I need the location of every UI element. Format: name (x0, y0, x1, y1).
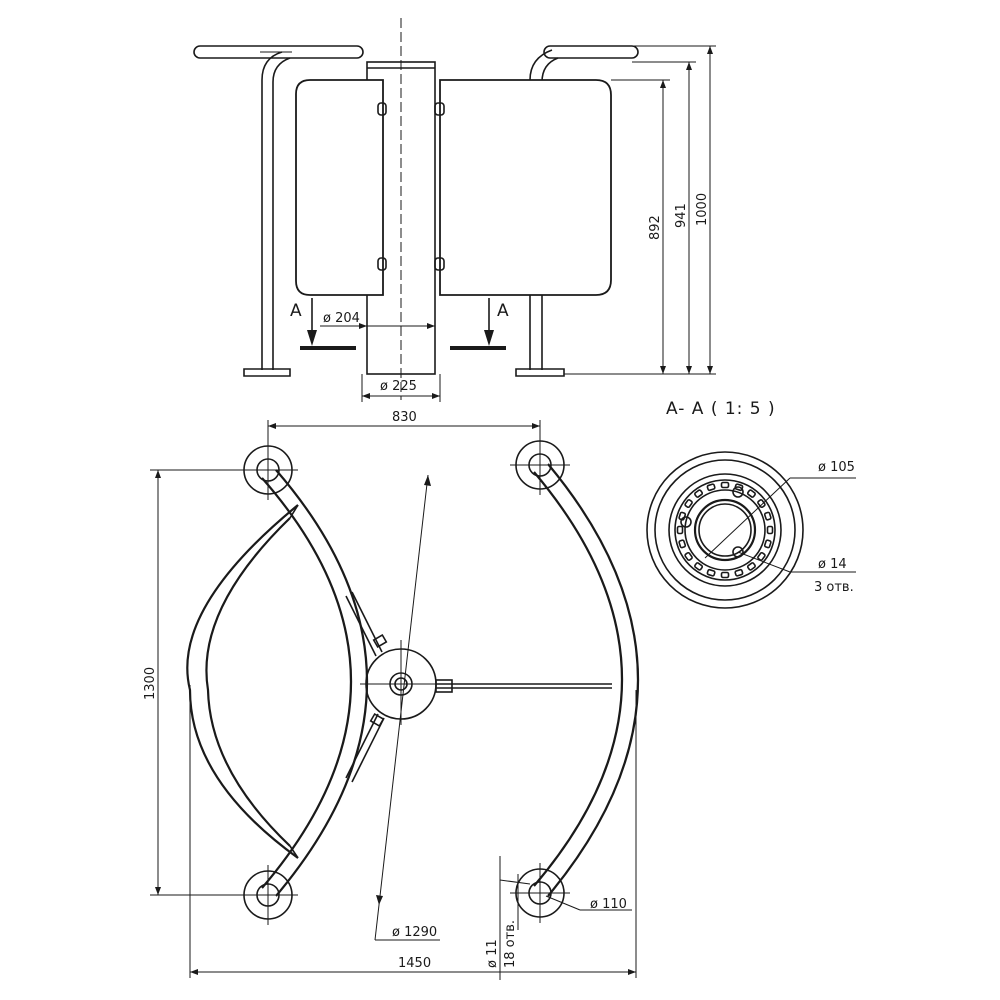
bearing-roller (706, 483, 716, 492)
section-title: A- A ( 1: 5 ) (666, 399, 776, 419)
bearing-roller (706, 568, 716, 577)
dim-label-14: ø 14 (818, 557, 847, 572)
dim-label-1290: ø 1290 (392, 925, 437, 940)
central-hub (345, 591, 612, 783)
dim-post-diameter-upper: ø 204 (320, 311, 435, 329)
bearing-roller (763, 539, 772, 549)
dim-label-1000: 1000 (695, 193, 710, 226)
bearing-roller (757, 499, 766, 509)
bearing-rollers (676, 481, 774, 579)
bolt-hole-3 (732, 546, 744, 558)
left-arc-rail (186, 469, 368, 897)
bolt-hole-1 (732, 486, 744, 498)
bearing-roller (763, 511, 772, 521)
bearing-roller (694, 489, 704, 498)
dim-depth: 1300 (143, 469, 260, 896)
dim-label-941: 941 (674, 203, 689, 228)
bearing-roller (720, 481, 730, 489)
dim-label-3-holes: 3 отв. (814, 580, 854, 595)
top-view: ø 1290 830 1300 1450 (143, 410, 639, 980)
section-view: A- A ( 1: 5 ) ø 105 ø 14 3 отв. (646, 399, 856, 609)
dim-label-1300: 1300 (143, 667, 158, 700)
bearing-roller (678, 539, 687, 549)
dim-flange-diameter: ø 110 (545, 895, 632, 912)
bearing-roller (734, 568, 744, 577)
bolt-hole-2 (680, 516, 692, 528)
dim-label-18-holes: 18 отв. (503, 920, 518, 968)
dim-post-diameter-base: ø 225 (361, 374, 441, 402)
bearing-roller (676, 525, 684, 535)
section-label-left: A (290, 301, 303, 321)
dim-heights: 892 941 1000 (564, 45, 716, 375)
bearing-roller (684, 499, 693, 509)
dim-label-830: 830 (392, 410, 417, 425)
dim-label-110: ø 110 (590, 897, 627, 912)
bearing-roller (694, 562, 704, 571)
dim-hole-callout: ø 11 18 отв. (485, 856, 531, 980)
bearing-roller (684, 551, 693, 561)
bearing-roller (746, 562, 756, 571)
bearing-roller (766, 525, 774, 535)
bearing-roller (720, 571, 730, 579)
dim-label-892: 892 (648, 215, 663, 240)
section-marker-left: A (290, 298, 356, 350)
dim-post-spacing: 830 (267, 410, 541, 460)
bearing-roller (757, 551, 766, 561)
section-label-right: A (497, 301, 510, 321)
front-view: A A ø 204 ø 225 (193, 18, 716, 402)
dim-arc-diameter: ø 1290 (374, 474, 440, 941)
left-door-panel (295, 79, 387, 296)
bearing-roller (746, 489, 756, 498)
dim-label-105: ø 105 (818, 460, 855, 475)
dim-label-204: ø 204 (323, 311, 360, 326)
right-arc-rail (533, 463, 639, 897)
right-door-panel (434, 79, 612, 296)
dim-label-225: ø 225 (380, 379, 417, 394)
dim-width: 1450 (189, 685, 637, 978)
dim-label-11: ø 11 (485, 939, 500, 968)
dim-label-1450: 1450 (398, 956, 431, 971)
flange-bottom-right (510, 863, 570, 923)
left-handrail (193, 45, 364, 377)
section-marker-right: A (450, 298, 510, 350)
